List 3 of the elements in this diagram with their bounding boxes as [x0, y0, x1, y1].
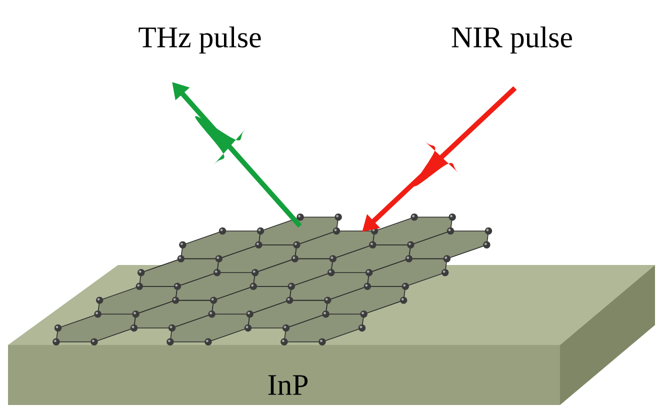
label-text: NIR pulse — [452, 26, 572, 54]
label-text: THz pulse — [138, 26, 261, 54]
label-text: InP — [268, 375, 308, 395]
